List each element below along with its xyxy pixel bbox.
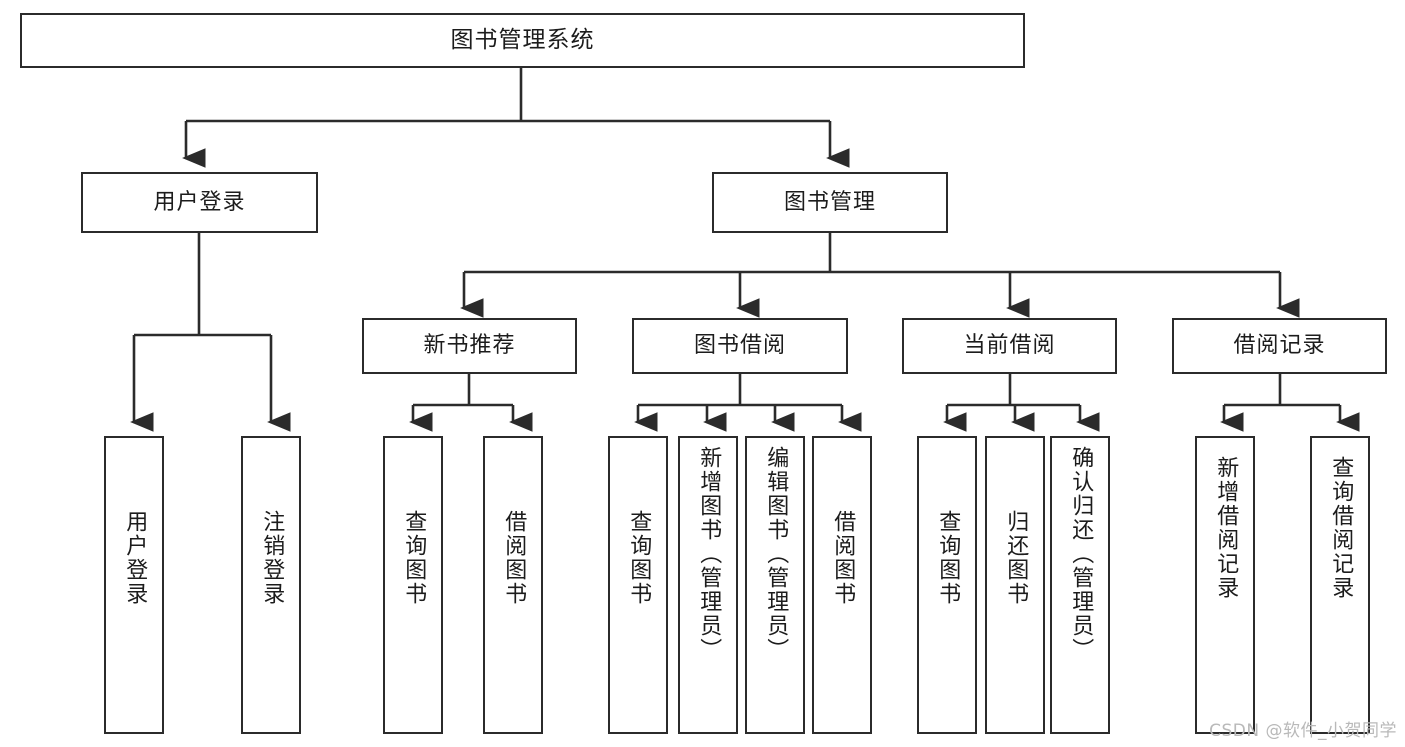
leaf-confirm-return-admin[interactable]: 确认归还（管理员） xyxy=(1050,436,1110,734)
node-user-login[interactable]: 用户登录 xyxy=(81,172,318,233)
node-book-borrow-label: 图书借阅 xyxy=(693,333,786,359)
node-new-book-recommend[interactable]: 新书推荐 xyxy=(362,318,577,374)
leaf-confirm-return-admin-label: 确认归还（管理员） xyxy=(1068,446,1094,662)
leaf-logout[interactable]: 注销登录 xyxy=(241,436,301,734)
node-new-book-recommend-label: 新书推荐 xyxy=(423,333,516,359)
leaf-query-book-borrow-label: 查询图书 xyxy=(626,510,652,606)
leaf-add-book-admin[interactable]: 新增图书（管理员） xyxy=(678,436,738,734)
leaf-user-login-label: 用户登录 xyxy=(122,510,148,606)
leaf-query-book-borrow[interactable]: 查询图书 xyxy=(608,436,668,734)
leaf-user-login[interactable]: 用户登录 xyxy=(104,436,164,734)
leaf-query-borrow-record[interactable]: 查询借阅记录 xyxy=(1310,436,1370,734)
leaf-borrow-book-recommend-label: 借阅图书 xyxy=(501,510,527,606)
node-borrow-records[interactable]: 借阅记录 xyxy=(1172,318,1387,374)
leaf-return-book[interactable]: 归还图书 xyxy=(985,436,1045,734)
node-user-login-label: 用户登录 xyxy=(153,189,246,215)
node-borrow-records-label: 借阅记录 xyxy=(1233,333,1326,359)
node-current-borrow[interactable]: 当前借阅 xyxy=(902,318,1117,374)
leaf-query-borrow-record-label: 查询借阅记录 xyxy=(1328,456,1354,600)
node-book-management[interactable]: 图书管理 xyxy=(712,172,948,233)
leaf-query-book-recommend[interactable]: 查询图书 xyxy=(383,436,443,734)
leaf-borrow-book-label: 借阅图书 xyxy=(830,510,856,606)
node-root[interactable]: 图书管理系统 xyxy=(20,13,1025,68)
leaf-add-borrow-record[interactable]: 新增借阅记录 xyxy=(1195,436,1255,734)
leaf-return-book-label: 归还图书 xyxy=(1003,510,1029,606)
leaf-add-book-admin-label: 新增图书（管理员） xyxy=(696,446,722,662)
leaf-borrow-book-recommend[interactable]: 借阅图书 xyxy=(483,436,543,734)
leaf-edit-book-admin-label: 编辑图书（管理员） xyxy=(763,446,789,662)
leaf-borrow-book[interactable]: 借阅图书 xyxy=(812,436,872,734)
leaf-query-book-current-label: 查询图书 xyxy=(935,510,961,606)
leaf-query-book-current[interactable]: 查询图书 xyxy=(917,436,977,734)
leaf-edit-book-admin[interactable]: 编辑图书（管理员） xyxy=(745,436,805,734)
leaf-query-book-recommend-label: 查询图书 xyxy=(401,510,427,606)
node-book-borrow[interactable]: 图书借阅 xyxy=(632,318,848,374)
node-book-management-label: 图书管理 xyxy=(783,189,876,215)
node-current-borrow-label: 当前借阅 xyxy=(963,333,1056,359)
node-root-label: 图书管理系统 xyxy=(450,26,595,53)
leaf-add-borrow-record-label: 新增借阅记录 xyxy=(1213,456,1239,600)
leaf-logout-label: 注销登录 xyxy=(259,510,285,606)
